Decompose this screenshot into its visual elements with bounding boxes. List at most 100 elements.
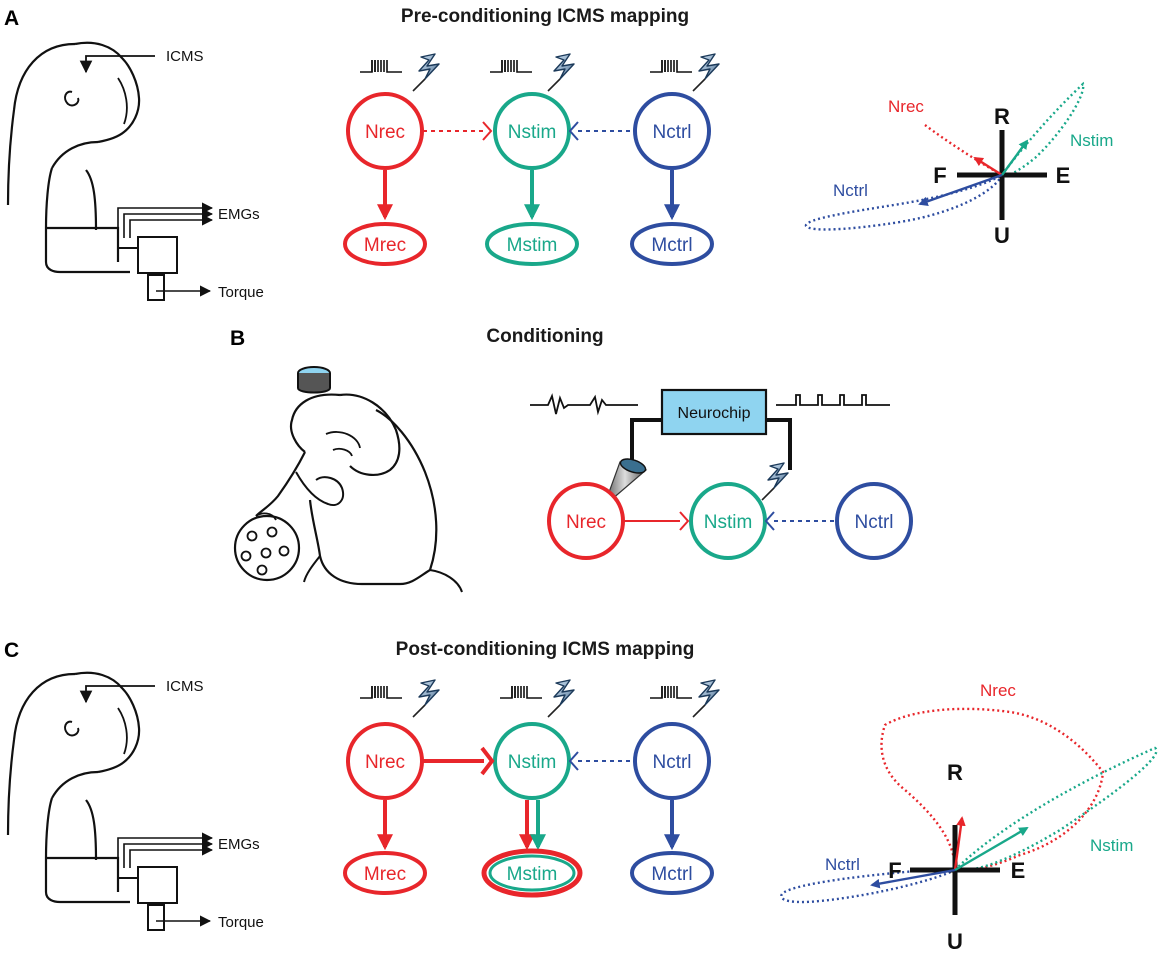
- pulse-train-icon: [499, 685, 543, 699]
- monkey-fingers-outline: [255, 512, 277, 521]
- synapse-terminal: [480, 746, 495, 776]
- icms-input-line: [79, 55, 155, 74]
- electrode-tip-icon: [619, 458, 647, 474]
- nstim-label: Nstim: [508, 752, 557, 773]
- nctrl-response-loop: [804, 172, 1005, 231]
- icms-label: ICMS: [166, 48, 204, 65]
- nctrl-torque-vector: [870, 868, 956, 889]
- nctrl-node: [633, 722, 711, 800]
- panel-b-letter: B: [230, 327, 245, 350]
- ball-hole: [256, 564, 268, 576]
- nstim-response-loop: [952, 746, 1158, 872]
- panel-a-torque-plot: R U F E Nrec Nstim Nctrl: [804, 81, 1113, 248]
- icms-label: ICMS: [166, 678, 204, 695]
- nstim-label: Nstim: [508, 122, 557, 143]
- neurochip-label: Neurochip: [678, 405, 751, 422]
- panel-a-letter: A: [4, 7, 19, 30]
- nctrl-vector-label: Nctrl: [833, 181, 868, 200]
- nrec-torque-vector: [973, 156, 1003, 177]
- nrec-response-loop: [880, 707, 1105, 872]
- nctrl-label: Nctrl: [652, 752, 691, 773]
- monkey-hand-outline: [295, 471, 344, 506]
- synapse-terminal: [482, 121, 493, 141]
- mrec-label: Mrec: [364, 864, 406, 885]
- nrec-label: Nrec: [566, 512, 606, 533]
- mstim-node: [488, 854, 576, 892]
- mctrl-node: [630, 222, 714, 266]
- mstim-node: [485, 222, 579, 266]
- panel-b-monkey: [233, 366, 463, 593]
- ball-hole: [260, 547, 272, 559]
- monkey-back-outline: [375, 409, 438, 571]
- mrec-node: [343, 851, 427, 895]
- nctrl-node: [633, 92, 711, 170]
- pulse-train-icon: [649, 685, 693, 699]
- axis-label-e: E: [1056, 163, 1071, 188]
- stimulus-pulse-trace: [776, 394, 890, 406]
- monkey-face-outline: [339, 393, 401, 476]
- torque-label: Torque: [218, 284, 264, 301]
- axis-label-f: F: [933, 163, 946, 188]
- nctrl-label: Nctrl: [854, 512, 893, 533]
- panel-c-letter: C: [4, 639, 19, 662]
- nrec-node: [346, 722, 424, 800]
- panel-c-network: Nrec Nstim Nctrl Mrec Mstim Mctrl: [343, 679, 720, 898]
- axis-label-e: E: [1011, 858, 1026, 883]
- panel-a-setup: ICMS EMGs Torque: [6, 41, 264, 302]
- axis-label-u: U: [994, 223, 1010, 248]
- synapse-terminal: [568, 751, 579, 771]
- mstim-label: Mstim: [507, 864, 558, 885]
- axis-label-u: U: [947, 929, 963, 954]
- nstim-vector-label: Nstim: [1070, 131, 1113, 150]
- mstim-label: Mstim: [507, 235, 558, 256]
- panel-c-torque-plot: R U F E Nrec Nstim Nctrl: [780, 681, 1158, 954]
- emg-line-3: [129, 214, 214, 238]
- emg-line-2: [123, 838, 214, 868]
- ball-hole: [240, 550, 252, 562]
- nrec-label: Nrec: [365, 122, 405, 143]
- nctrl-label: Nctrl: [652, 122, 691, 143]
- pulse-train-icon: [649, 59, 693, 73]
- pulse-train-icon: [489, 59, 533, 73]
- panel-a-title: Pre-conditioning ICMS mapping: [401, 6, 689, 27]
- synapse-terminal: [764, 511, 775, 531]
- ball-hole: [278, 545, 290, 557]
- lightning-bolt-icon: [412, 53, 440, 92]
- nctrl-node: [835, 482, 913, 560]
- nstim-vector-label: Nstim: [1090, 836, 1133, 855]
- nctrl-vector-label: Nctrl: [825, 855, 860, 874]
- emgs-label: EMGs: [218, 206, 260, 223]
- mrec-node: [343, 222, 427, 266]
- panel-b-title: Conditioning: [486, 326, 603, 347]
- nstim-torque-vector: [1001, 139, 1029, 176]
- neurochip-device: [660, 388, 768, 436]
- ball-hole: [266, 526, 278, 538]
- monkey-leg-outline: [303, 555, 321, 583]
- panel-c-title: Post-conditioning ICMS mapping: [396, 639, 695, 660]
- emg-line-2: [123, 208, 214, 238]
- lightning-bolt-icon: [412, 679, 440, 718]
- axis-label-r: R: [994, 104, 1010, 129]
- mctrl-label: Mctrl: [651, 864, 692, 885]
- emg-line-1: [117, 832, 214, 868]
- pulse-train-icon: [359, 685, 403, 699]
- monkey-head-outline: [289, 393, 341, 453]
- synapse-terminal: [568, 121, 579, 141]
- nstim-torque-vector: [954, 826, 1029, 872]
- nrec-torque-vector: [953, 816, 966, 871]
- mctrl-node: [630, 851, 714, 895]
- panel-a-network: Nrec Nstim Nctrl Mrec Mstim Mctrl: [343, 53, 720, 266]
- implant-cap-body: [297, 373, 331, 394]
- monkey-tail-outline: [429, 569, 463, 593]
- torque-label: Torque: [218, 914, 264, 931]
- mctrl-label: Mctrl: [651, 235, 692, 256]
- recorded-spike-trace: [530, 393, 638, 416]
- nstim-label: Nstim: [704, 512, 753, 533]
- emg-line-1: [117, 202, 214, 238]
- recording-lead: [630, 418, 662, 462]
- nctrl-torque-vector: [918, 173, 1003, 206]
- lightning-bolt-icon: [692, 679, 720, 718]
- monkey-setup-illustration: [6, 671, 179, 932]
- synapse-terminal: [679, 511, 690, 531]
